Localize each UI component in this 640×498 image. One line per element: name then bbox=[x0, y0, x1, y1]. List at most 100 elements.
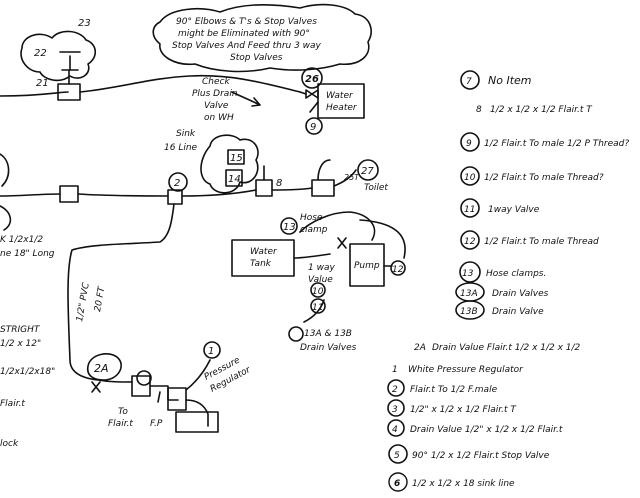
node-9-ring bbox=[305, 117, 323, 135]
note-cloud bbox=[152, 3, 372, 73]
label-tank-1: Water bbox=[250, 247, 278, 257]
label-oneway-2: Value bbox=[308, 275, 333, 285]
node-2a-ring bbox=[86, 353, 122, 381]
fitting-14 bbox=[225, 169, 243, 187]
legend-r-num-1: 8 bbox=[476, 105, 482, 115]
legend-right: 7 No Item 8 1/2 x 1/2 x 1/2 Flair.t T 9 … bbox=[460, 74, 629, 317]
fitting-left bbox=[59, 185, 79, 203]
node-10-ring bbox=[310, 282, 326, 298]
top-note-line-3: Stop Valves And Feed thru 3 way bbox=[172, 41, 322, 51]
node-25t: 25T bbox=[344, 173, 360, 182]
fitting-15 bbox=[227, 149, 245, 165]
legend-r-text-5: 1/2 Flair.t To male Thread bbox=[484, 237, 599, 247]
label-check-3: Valve bbox=[204, 101, 229, 111]
label-pump: Pump bbox=[354, 261, 380, 271]
label-left-2: ne 18" Long bbox=[0, 249, 55, 259]
label-pvc-1: 1/2" PVC bbox=[75, 281, 92, 322]
legend-r-num-6: 13 bbox=[462, 269, 474, 279]
legend-r-num-3: 10 bbox=[464, 173, 476, 183]
top-note-line-1: 90° Elbows & T's & Stop Valves bbox=[176, 17, 317, 27]
label-drain-1: 13A & 13B bbox=[304, 329, 352, 339]
label-water-heater-1: Water bbox=[326, 91, 354, 101]
label-sink-1: Sink bbox=[176, 129, 196, 139]
label-hose-1: Hose bbox=[300, 213, 323, 223]
label-toilet: Toilet bbox=[364, 183, 388, 193]
legend-b-text-1: White Pressure Regulator bbox=[408, 365, 524, 375]
fitting-8 bbox=[255, 179, 273, 197]
legend-r-text-8: Drain Valve bbox=[492, 307, 544, 317]
legend-bottom: 2A Drain Value Flair.t 1/2 x 1/2 x 1/2 1… bbox=[392, 343, 581, 489]
label-left-3: STRIGHT bbox=[0, 325, 41, 335]
pump-box bbox=[349, 243, 385, 287]
fitting-bottom-2 bbox=[131, 375, 151, 397]
label-water-heater-2: Heater bbox=[326, 103, 358, 113]
legend-r-num-2: 9 bbox=[466, 139, 472, 149]
legend-r-num-7: 13A bbox=[460, 289, 478, 299]
label-check-2: Plus Drain bbox=[192, 89, 238, 99]
node-11-ring bbox=[310, 298, 326, 314]
node-10: 10 bbox=[312, 287, 324, 297]
node-13-ring bbox=[280, 217, 298, 235]
legend-r-text-7: Drain Valves bbox=[492, 289, 549, 299]
node-12-ring bbox=[390, 260, 406, 276]
label-left-5: 1/2x1/2x18" bbox=[0, 367, 55, 377]
legend-b-num-0: 2A bbox=[414, 343, 426, 353]
node-27-ring bbox=[357, 159, 379, 181]
node-2-drain-ring bbox=[288, 326, 304, 342]
label-left-4: 1/2 x 12" bbox=[0, 339, 41, 349]
legend-r-text-4: 1way Valve bbox=[488, 205, 540, 215]
legend-r-num-8: 13B bbox=[460, 307, 478, 317]
node-26: 26 bbox=[305, 74, 319, 85]
regulator-base bbox=[175, 411, 219, 433]
legend-b-text-5: 90° 1/2 x 1/2 Flair.t Stop Valve bbox=[412, 451, 550, 461]
legend-b-num-2: 2 bbox=[392, 385, 398, 395]
top-note-line-4: Stop Valves bbox=[230, 53, 283, 63]
node-23: 23 bbox=[78, 18, 91, 29]
legend-b-num-5: 5 bbox=[394, 451, 400, 461]
node-1-ring bbox=[203, 341, 221, 359]
legend-r-num-4: 11 bbox=[464, 205, 475, 215]
label-left-1: K 1/2x1/2 bbox=[0, 235, 43, 245]
cloud-sink bbox=[200, 134, 259, 194]
node-2a: 2A bbox=[94, 362, 109, 375]
legend-b-num-1: 1 bbox=[392, 365, 398, 375]
legend-b-text-4: Drain Value 1/2" x 1/2 x 1/2 Flair.t bbox=[410, 425, 563, 435]
line-main-top bbox=[0, 74, 301, 97]
legend-b-text-2: Flair.t To 1/2 F.male bbox=[410, 385, 498, 395]
node-13: 13 bbox=[283, 222, 296, 233]
label-drain-2: Drain Valves bbox=[300, 343, 357, 353]
node-2-ring bbox=[168, 172, 188, 192]
fitting-2 bbox=[167, 189, 183, 205]
fitting-toilet bbox=[311, 179, 335, 197]
label-oneway-1: 1 way bbox=[308, 263, 335, 273]
water-tank-box bbox=[231, 239, 295, 277]
label-left-6: Flair.t bbox=[0, 399, 25, 409]
node-2: 2 bbox=[174, 178, 180, 189]
label-pvc-2: 20 FT bbox=[93, 285, 107, 313]
label-sink-2: 16 Line bbox=[164, 143, 198, 153]
label-to-flair-1: To bbox=[118, 407, 128, 417]
node-14: 14 bbox=[228, 174, 241, 185]
pressure-regulator bbox=[167, 387, 187, 411]
legend-r-text-3: 1/2 Flair.t To male Thread? bbox=[484, 173, 604, 183]
node-12: 12 bbox=[392, 265, 404, 275]
node-1: 1 bbox=[208, 346, 214, 357]
label-hose-2: clamp bbox=[300, 225, 328, 235]
node-27: 27 bbox=[361, 166, 374, 177]
legend-b-text-0: Drain Value Flair.t 1/2 x 1/2 x 1/2 bbox=[432, 343, 581, 353]
node-15: 15 bbox=[230, 153, 243, 164]
legend-r-text-0: No Item bbox=[488, 74, 532, 87]
legend-r-text-6: Hose clamps. bbox=[486, 269, 546, 279]
legend-b-num-3: 3 bbox=[392, 405, 398, 415]
legend-r-text-2: 1/2 Flair.t To male 1/2 P Thread? bbox=[484, 139, 629, 149]
legend-b-text-3: 1/2" x 1/2 x 1/2 Flair.t T bbox=[410, 405, 517, 415]
top-note-line-2: might be Eliminated with 90° bbox=[178, 29, 310, 39]
legend-b-text-6: 1/2 x 1/2 x 18 sink line bbox=[412, 479, 515, 489]
top-note: 90° Elbows & T's & Stop Valves might be … bbox=[172, 17, 322, 63]
node-21: 21 bbox=[36, 78, 49, 89]
node-11: 11 bbox=[312, 303, 323, 313]
water-heater-box bbox=[317, 83, 365, 119]
label-fp: F.P bbox=[150, 419, 163, 429]
